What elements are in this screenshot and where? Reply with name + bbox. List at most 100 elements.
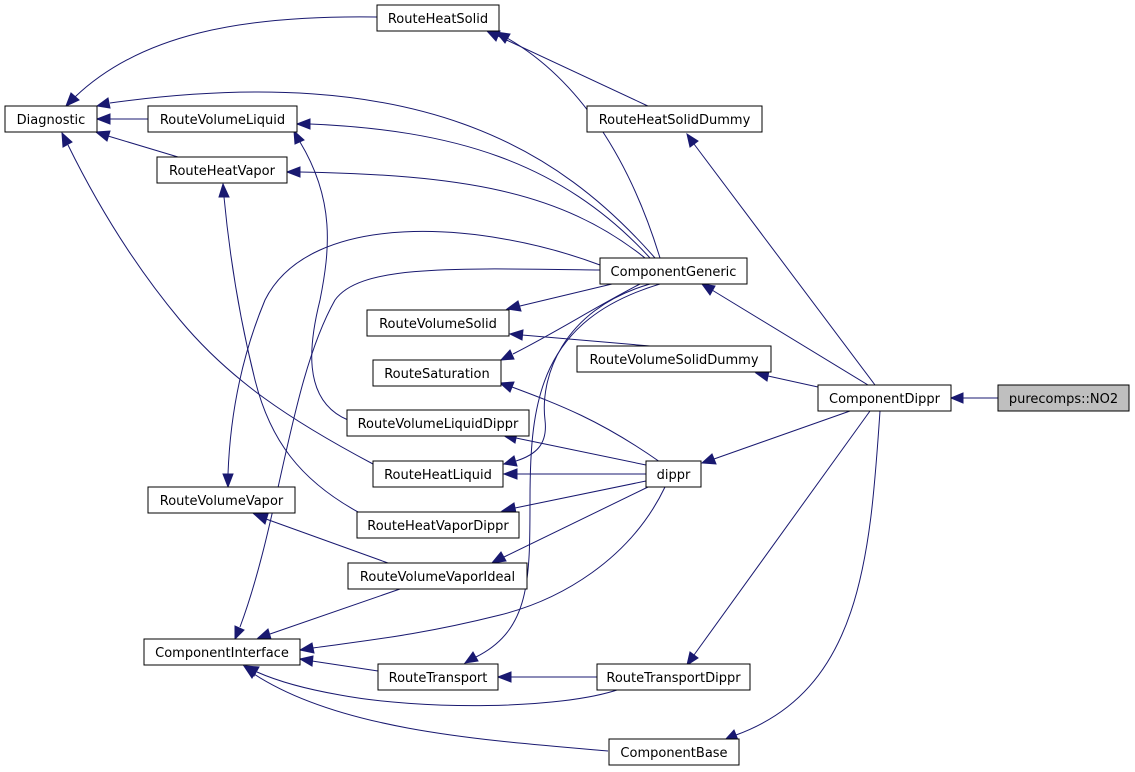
node-routetransport[interactable]: RouteTransport: [377, 663, 499, 691]
edge-componentgeneric-to-routetransport: [475, 283, 661, 658]
node-routevolumeliquiddippr[interactable]: RouteVolumeLiquidDippr: [346, 409, 530, 437]
node-label: purecomps::NO2: [1009, 392, 1118, 407]
arrowhead: [285, 166, 301, 178]
edge-componentgeneric-to-componentinterface: [239, 268, 601, 628]
edge-dippr-to-componentinterface: [312, 486, 666, 649]
arrowhead: [499, 349, 515, 361]
edge-componentgeneric-to-routevolumesolid: [519, 283, 613, 307]
edge-componentgeneric-to-routevolumeliquid: [309, 123, 651, 259]
edge-routevolumevaporideal-to-routevolumevapor: [265, 518, 389, 564]
arrowhead: [95, 113, 111, 125]
node-routesaturation[interactable]: RouteSaturation: [372, 359, 502, 387]
arrowhead: [298, 655, 314, 667]
arrowhead: [252, 513, 269, 525]
edges: [61, 16, 998, 752]
edge-routeheatsolid-to-diagnostic: [74, 16, 378, 98]
node-componentinterface[interactable]: ComponentInterface: [143, 638, 301, 666]
node-label: dippr: [657, 468, 691, 483]
arrowhead: [95, 97, 111, 109]
node-routetransportdippr[interactable]: RouteTransportDippr: [596, 663, 751, 691]
arrowhead: [502, 455, 518, 467]
node-routevolumevaporideal[interactable]: RouteVolumeVaporIdeal: [347, 562, 528, 590]
node-label: RouteVolumeSolidDummy: [589, 353, 758, 368]
node-routevolumesoliddummy[interactable]: RouteVolumeSolidDummy: [576, 345, 772, 373]
node-label: RouteHeatVaporDippr: [367, 519, 509, 534]
edge-routeheatvapordippr-to-routeheatvapor: [223, 196, 359, 513]
node-componentdippr[interactable]: ComponentDippr: [817, 384, 952, 412]
node-routevolumevapor[interactable]: RouteVolumeVapor: [147, 486, 296, 514]
node-label: RouteVolumeVapor: [160, 494, 284, 509]
edge-componentgeneric-to-routevolumevapor: [227, 230, 601, 475]
node-label: RouteHeatVapor: [169, 164, 276, 179]
node-label: RouteTransportDippr: [606, 671, 741, 686]
node-label: ComponentBase: [620, 746, 727, 761]
arrowhead: [463, 651, 479, 664]
node-routeheatsoliddummy[interactable]: RouteHeatSolidDummy: [586, 105, 763, 133]
edge-componentgeneric-to-routesaturation: [512, 283, 641, 355]
arrowhead: [222, 473, 234, 489]
edge-componentdippr-to-componentbase: [735, 410, 881, 736]
node-purecomps-no2[interactable]: purecomps::NO2: [997, 384, 1130, 412]
arrowhead: [298, 642, 315, 654]
edge-routetransportdippr-to-componentinterface: [256, 671, 621, 707]
edge-componentdippr-to-routeheatsoliddummy: [693, 143, 876, 386]
arrowhead: [490, 551, 507, 564]
node-routeheatvapordippr[interactable]: RouteHeatVaporDippr: [356, 511, 520, 539]
arrowhead: [502, 468, 518, 480]
node-label: RouteVolumeLiquidDippr: [358, 417, 519, 432]
node-routeheatsolid[interactable]: RouteHeatSolid: [376, 4, 500, 32]
node-label: RouteVolumeVaporIdeal: [360, 570, 515, 585]
arrowhead: [234, 625, 245, 641]
arrowhead: [700, 453, 717, 465]
edge-dippr-to-routesaturation: [511, 386, 661, 463]
edge-componentgeneric-to-routeheatliquid: [515, 283, 651, 462]
edge-componentgeneric-to-routeheatsolid: [506, 37, 661, 259]
edge-componentdippr-to-routevolumesoliddummy: [767, 375, 819, 388]
node-dippr[interactable]: dippr: [645, 460, 702, 488]
node-routeheatvapor[interactable]: RouteHeatVapor: [156, 156, 288, 184]
node-diagnostic[interactable]: Diagnostic: [4, 105, 98, 133]
node-label: ComponentGeneric: [611, 265, 737, 280]
node-label: RouteHeatLiquid: [384, 468, 492, 483]
arrowhead: [61, 131, 73, 148]
edge-dippr-to-routeheatvapordippr: [514, 480, 647, 509]
nodes: purecomps::NO2 ComponentDippr RouteHeatS…: [4, 4, 1130, 766]
arrowhead: [686, 651, 699, 667]
arrowhead: [218, 182, 230, 198]
arrowhead: [65, 92, 80, 107]
arrowhead: [508, 329, 524, 341]
node-componentbase[interactable]: ComponentBase: [608, 738, 740, 766]
arrowhead: [498, 381, 515, 393]
edge-routevolumevaporideal-to-componentinterface: [269, 588, 401, 635]
arrowhead: [295, 118, 311, 130]
node-label: RouteVolumeLiquid: [160, 113, 285, 128]
node-routevolumesolid[interactable]: RouteVolumeSolid: [366, 309, 510, 337]
edge-routevolumesoliddummy-to-routevolumesolid: [521, 334, 651, 347]
arrowhead: [949, 392, 964, 404]
node-routeheatliquid[interactable]: RouteHeatLiquid: [372, 460, 504, 488]
node-label: RouteVolumeSolid: [379, 317, 497, 332]
edge-routetransport-to-componentinterface: [311, 660, 379, 672]
edge-componentgeneric-to-routeheatvapor: [299, 171, 646, 259]
node-label: RouteSaturation: [384, 367, 490, 382]
edge-componentdippr-to-routetransportdippr: [693, 410, 871, 656]
node-label: Diagnostic: [17, 113, 86, 128]
node-label: ComponentInterface: [155, 646, 289, 661]
arrowhead: [505, 300, 522, 312]
arrowhead: [494, 31, 511, 44]
arrowhead: [94, 130, 111, 142]
node-routevolumeliquid[interactable]: RouteVolumeLiquid: [147, 105, 298, 133]
node-componentgeneric[interactable]: ComponentGeneric: [599, 257, 748, 285]
edge-componentdippr-to-dippr: [713, 410, 851, 460]
arrowhead: [293, 129, 305, 145]
node-label: RouteHeatSolidDummy: [599, 113, 751, 128]
arrowhead: [496, 671, 512, 683]
edge-routeheatvapor-to-diagnostic: [107, 135, 179, 158]
edge-componentdippr-to-componentgeneric: [711, 289, 869, 386]
edge-componentgeneric-to-diagnostic: [109, 91, 656, 259]
edge-dippr-to-routevolumevaporideal: [503, 486, 649, 558]
node-label: ComponentDippr: [829, 392, 941, 407]
edge-componentbase-to-componentinterface: [253, 673, 609, 752]
node-label: RouteHeatSolid: [388, 12, 488, 27]
